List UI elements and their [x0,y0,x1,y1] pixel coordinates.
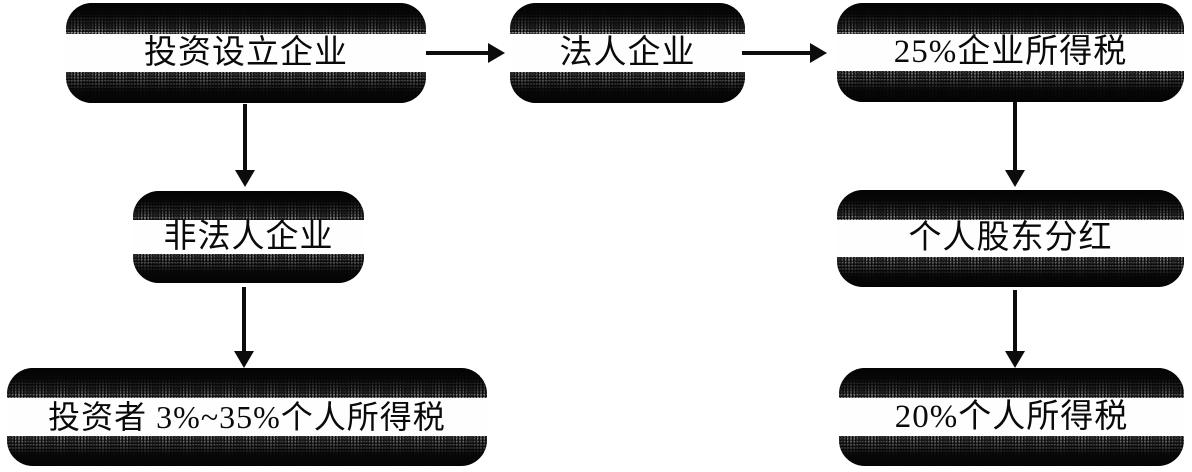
arrow-invest-to-non-legal [243,104,247,170]
node-invest-establish: 投资设立企业 [66,3,426,103]
node-personal-tax-20-label: 20%个人所得税 [894,398,1129,435]
node-non-legal-person: 非法人企业 [133,191,364,283]
node-non-legal-person-label: 非法人企业 [163,218,334,255]
node-investor-personal-tax-label: 投资者 3%~35%个人所得税 [48,399,446,435]
node-legal-person: 法人企业 [510,3,745,103]
node-investor-personal-tax: 投资者 3%~35%个人所得税 [7,368,487,466]
arrow-invest-to-legal [426,51,488,55]
node-invest-establish-label: 投资设立企业 [144,34,348,71]
arrow-corporate-tax-to-dividend [1013,102,1017,170]
arrow-legal-to-corporate-tax [742,51,810,55]
node-corporate-tax-25: 25%企业所得税 [837,3,1184,102]
node-shareholder-dividend-label: 个人股东分红 [908,220,1113,256]
node-corporate-tax-25-label: 25%企业所得税 [893,34,1128,70]
arrow-dividend-to-personal-tax [1013,290,1017,351]
node-legal-person-label: 法人企业 [559,34,696,71]
node-shareholder-dividend: 个人股东分红 [837,190,1184,287]
arrow-non-legal-to-investor-tax [242,287,246,351]
node-personal-tax-20: 20%个人所得税 [839,368,1184,466]
